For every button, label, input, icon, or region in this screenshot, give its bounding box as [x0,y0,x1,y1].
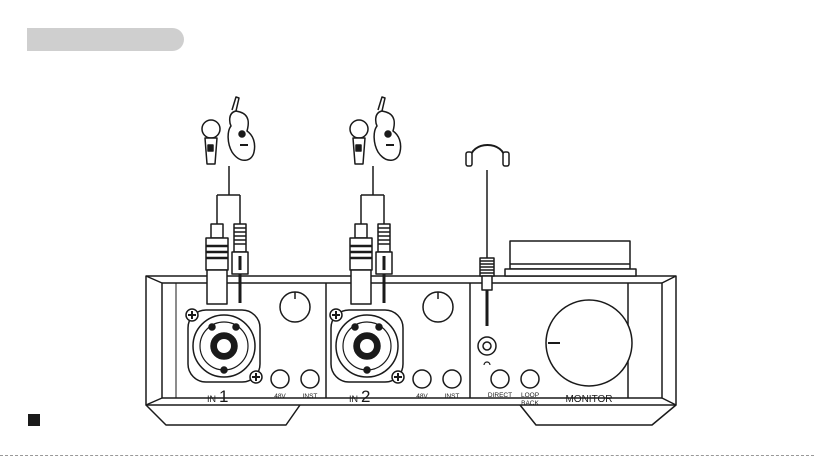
screw-icon [330,309,342,321]
button-inst-2[interactable] [443,370,461,388]
channel-1-prefix: IN [207,394,216,404]
page-marker [28,414,40,426]
headphone-jack[interactable] [478,337,496,355]
guitar-icon [228,97,255,160]
combo-jack-1[interactable] [188,310,260,382]
top-stand [505,241,636,276]
loopback-button[interactable] [521,370,539,388]
label-48v-2: 48V [416,393,428,400]
screw-icon [392,371,404,383]
direct-button[interactable] [491,370,509,388]
label-inst-2: INST [445,393,460,400]
xlr-plug-1 [206,224,228,304]
headphones-icon [466,145,509,166]
cable-assembly-1 [202,97,255,304]
xlr-plug-2 [350,224,372,304]
microphone-icon [202,120,220,164]
button-48v-2[interactable] [413,370,431,388]
screw-icon [186,309,198,321]
microphone-icon [350,120,368,164]
screw-icon [250,371,262,383]
channel-2-prefix: IN [349,394,358,404]
channel-1-number: 1 [219,387,228,406]
direct-label: DIRECT [488,392,512,399]
loopback-label-line2: BACK [521,400,539,407]
guitar-icon [374,97,401,160]
channel-2-number: 2 [361,387,370,406]
combo-jack-2[interactable] [331,310,403,382]
monitor-label: MONITOR [565,394,612,405]
button-inst-1[interactable] [301,370,319,388]
label-inst-1: INST [303,393,318,400]
loopback-label-line1: LOOP [521,392,539,399]
button-48v-1[interactable] [271,370,289,388]
bottom-rule [0,455,814,456]
label-48v-1: 48V [274,393,286,400]
cable-assembly-2 [350,97,401,304]
